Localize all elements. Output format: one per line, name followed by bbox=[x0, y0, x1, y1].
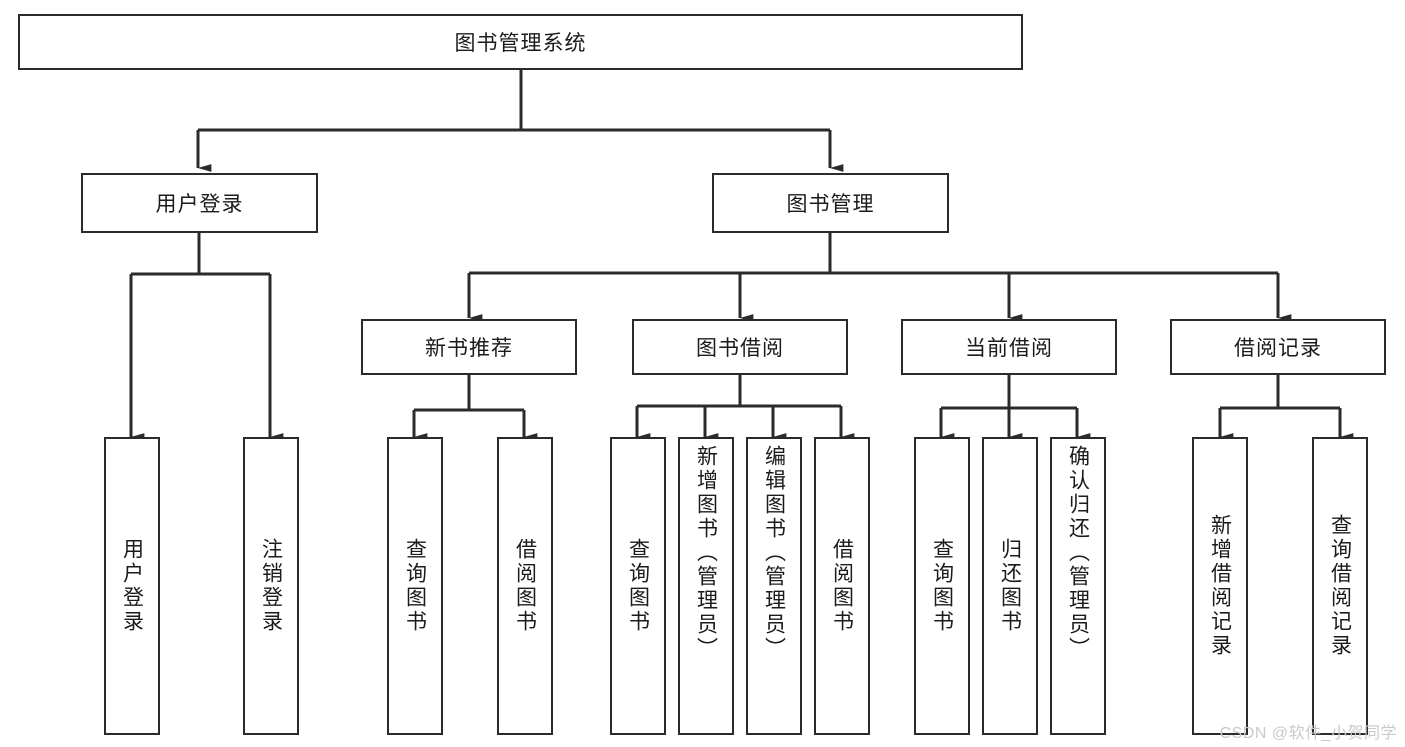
node-borrow-records-label: 借阅记录 bbox=[1234, 337, 1322, 360]
node-borrow-records[interactable]: 借阅记录 bbox=[1170, 319, 1386, 375]
leaf-user-logout-label: 注销登录 bbox=[259, 538, 283, 634]
leaf-user-logout[interactable]: 注销登录 bbox=[243, 437, 299, 735]
node-book-management[interactable]: 图书管理 bbox=[712, 173, 949, 233]
node-book-management-label: 图书管理 bbox=[786, 193, 875, 216]
leaf-records-query[interactable]: 查询借阅记录 bbox=[1312, 437, 1368, 735]
node-book-borrow[interactable]: 图书借阅 bbox=[632, 319, 848, 375]
leaf-user-login-label: 用户登录 bbox=[120, 538, 144, 634]
leaf-new-books-borrow[interactable]: 借阅图书 bbox=[497, 437, 553, 735]
leaf-records-add[interactable]: 新增借阅记录 bbox=[1192, 437, 1248, 735]
leaf-borrow-edit-book-label: 编辑图书（管理员） bbox=[762, 445, 786, 661]
leaf-records-query-label: 查询借阅记录 bbox=[1328, 514, 1352, 658]
leaf-borrow-add-book-label: 新增图书（管理员） bbox=[694, 445, 718, 661]
node-new-book-recommend-label: 新书推荐 bbox=[425, 337, 513, 360]
leaf-user-login[interactable]: 用户登录 bbox=[104, 437, 160, 735]
leaf-current-return-book-label: 归还图书 bbox=[998, 538, 1022, 634]
node-user-login-label: 用户登录 bbox=[155, 193, 244, 216]
node-new-book-recommend[interactable]: 新书推荐 bbox=[361, 319, 577, 375]
watermark: CSDN @软件_小贺同学 bbox=[1219, 725, 1397, 742]
node-current-borrow-label: 当前借阅 bbox=[965, 337, 1053, 360]
leaf-borrow-borrow-book[interactable]: 借阅图书 bbox=[814, 437, 870, 735]
node-root-label: 图书管理系统 bbox=[454, 32, 587, 55]
leaf-current-query-books[interactable]: 查询图书 bbox=[914, 437, 970, 735]
leaf-records-add-label: 新增借阅记录 bbox=[1208, 514, 1232, 658]
node-root[interactable]: 图书管理系统 bbox=[18, 14, 1023, 70]
leaf-current-return-book[interactable]: 归还图书 bbox=[982, 437, 1038, 735]
leaf-new-books-query[interactable]: 查询图书 bbox=[387, 437, 443, 735]
leaf-borrow-borrow-book-label: 借阅图书 bbox=[830, 538, 854, 634]
node-current-borrow[interactable]: 当前借阅 bbox=[901, 319, 1117, 375]
node-book-borrow-label: 图书借阅 bbox=[696, 337, 784, 360]
leaf-borrow-edit-book[interactable]: 编辑图书（管理员） bbox=[746, 437, 802, 735]
leaf-borrow-query-books-label: 查询图书 bbox=[626, 538, 650, 634]
leaf-current-query-books-label: 查询图书 bbox=[930, 538, 954, 634]
leaf-borrow-query-books[interactable]: 查询图书 bbox=[610, 437, 666, 735]
leaf-current-confirm-return-label: 确认归还（管理员） bbox=[1066, 445, 1090, 661]
leaf-current-confirm-return[interactable]: 确认归还（管理员） bbox=[1050, 437, 1106, 735]
leaf-new-books-borrow-label: 借阅图书 bbox=[513, 538, 537, 634]
leaf-new-books-query-label: 查询图书 bbox=[403, 538, 427, 634]
node-user-login[interactable]: 用户登录 bbox=[81, 173, 318, 233]
leaf-borrow-add-book[interactable]: 新增图书（管理员） bbox=[678, 437, 734, 735]
